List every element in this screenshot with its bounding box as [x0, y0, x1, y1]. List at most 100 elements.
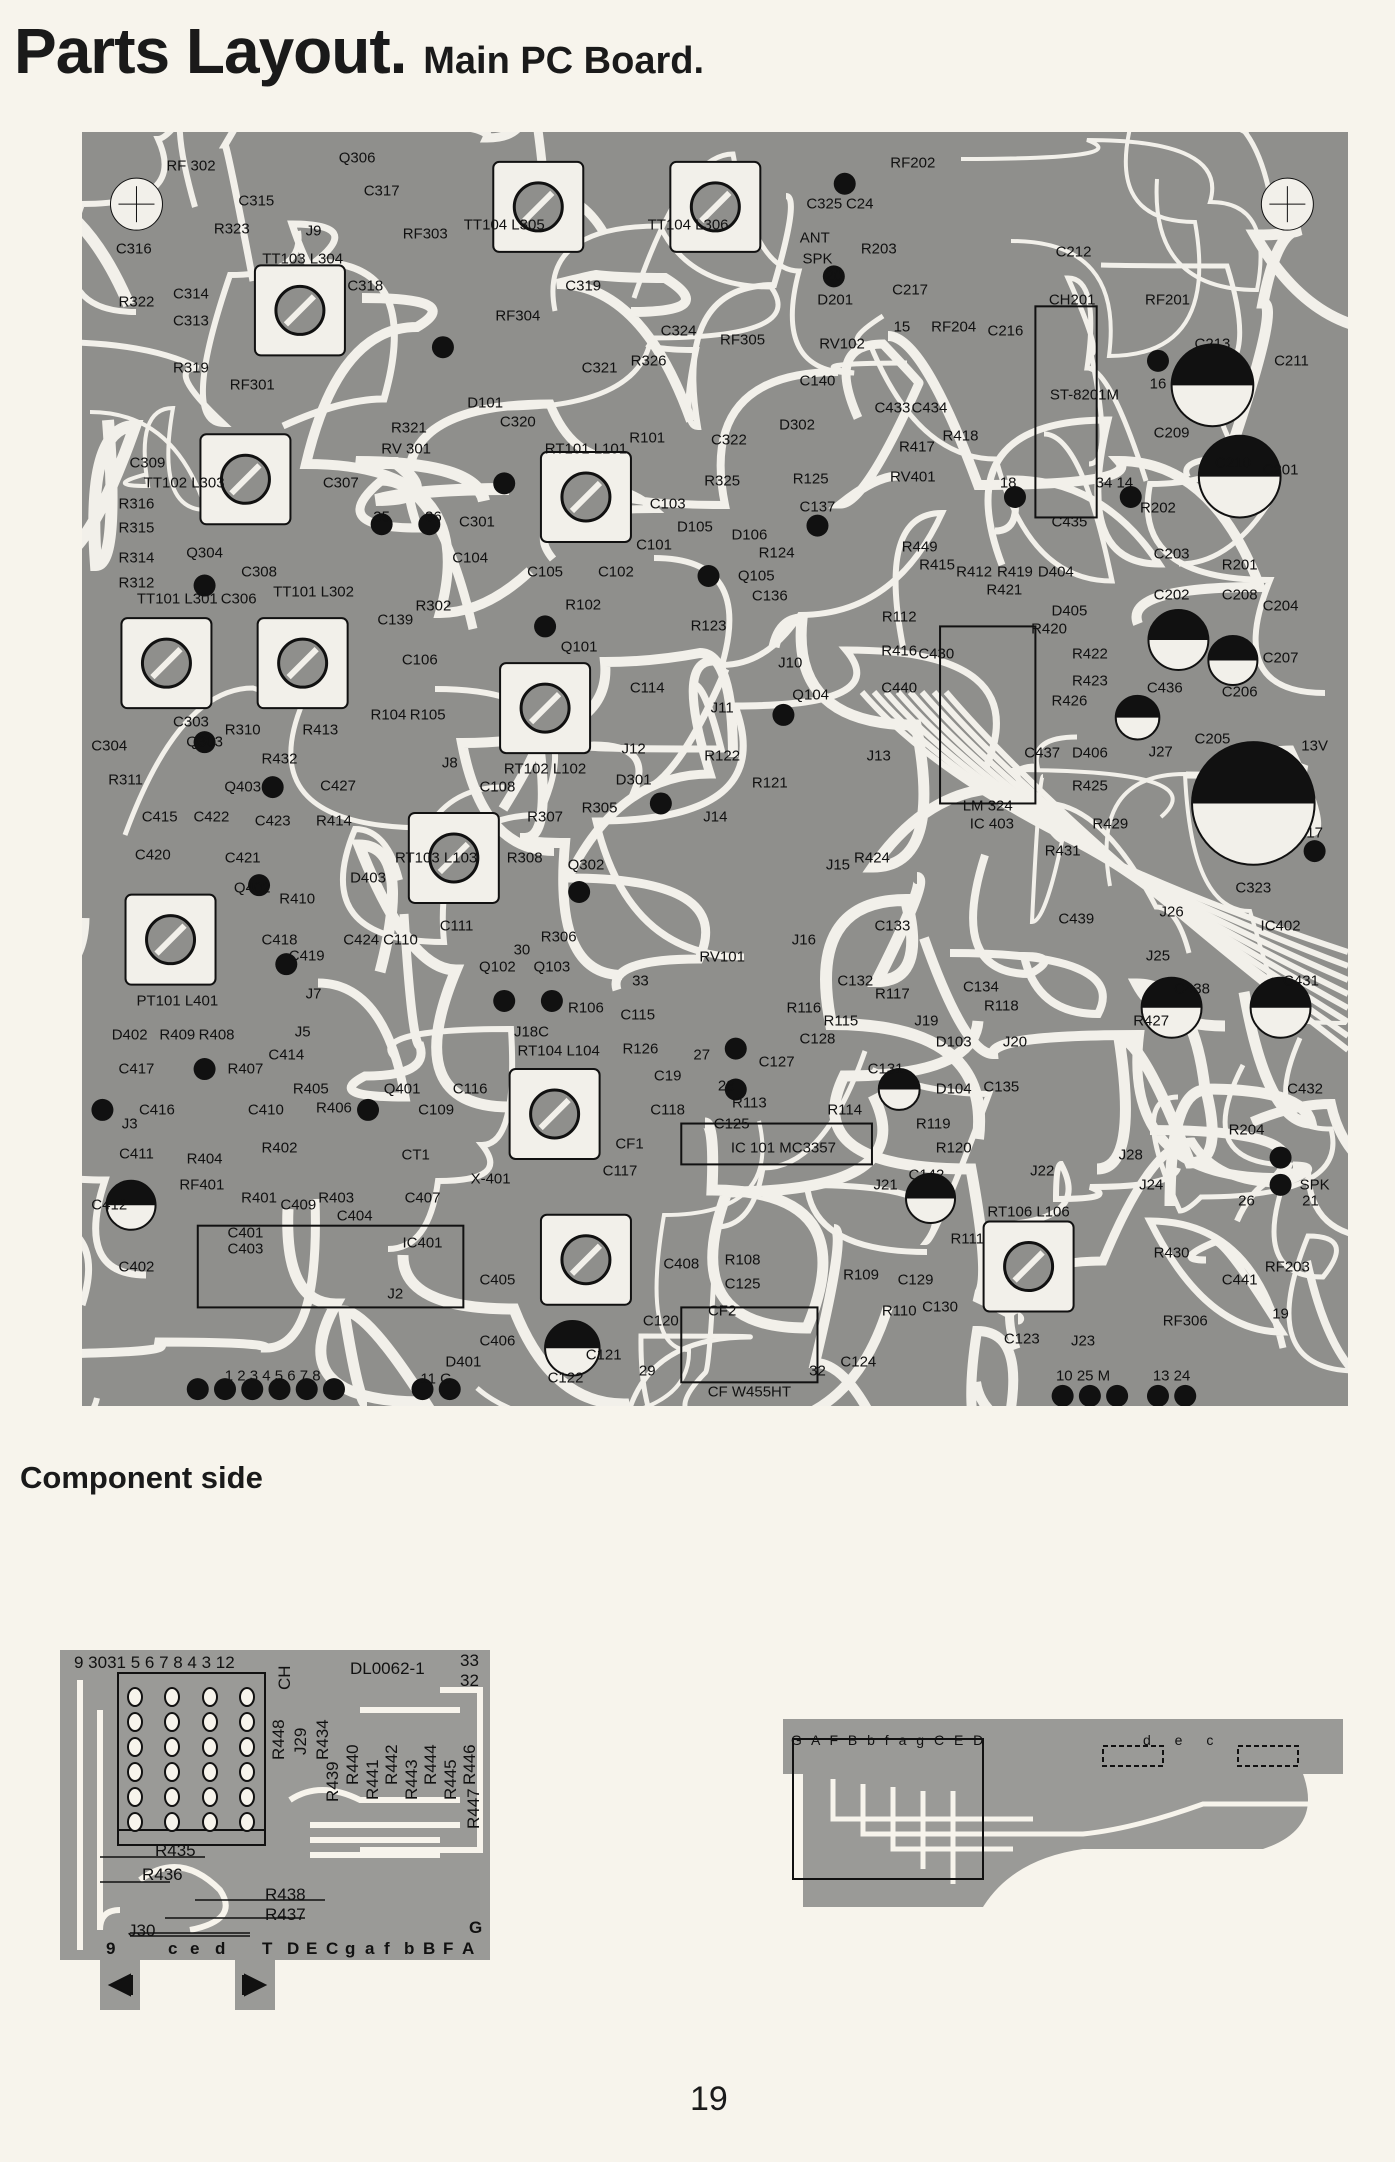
component-label: R114: [827, 1101, 863, 1119]
solder-pad: [724, 1078, 747, 1101]
component-label: C427: [320, 777, 356, 795]
component-label: J2: [387, 1285, 404, 1303]
component-label: J7: [305, 985, 322, 1003]
component-label: R432: [261, 750, 298, 768]
component-label: RT101 L101: [544, 440, 628, 458]
pad: [127, 1687, 143, 1707]
copper-trace: [949, 853, 1107, 1019]
title-main: Parts Layout.: [14, 15, 407, 87]
component-label: R405: [292, 1080, 329, 1098]
component-label: C139: [377, 611, 414, 629]
pad: [239, 1812, 255, 1832]
copper-trace: [1008, 767, 1175, 925]
component-label: R122: [704, 747, 741, 765]
component-label: C401: [227, 1224, 264, 1241]
component-label: D401: [445, 1353, 482, 1371]
component-label: D101: [467, 394, 504, 412]
component-label: 10 25 M: [1055, 1367, 1111, 1384]
coil-component: [499, 662, 592, 755]
copper-trace: [582, 667, 730, 796]
resistor-label: R445: [441, 1759, 460, 1800]
component-label: D302: [779, 416, 815, 434]
component-label: D103: [935, 1033, 972, 1051]
component-label: C432: [1287, 1080, 1324, 1098]
component-label: C114: [629, 679, 665, 697]
component-label: C301: [459, 513, 495, 531]
component-label: CF2: [707, 1302, 737, 1320]
copper-trace: [653, 509, 947, 669]
component-label: Q105: [737, 567, 775, 585]
coil-component: [124, 893, 217, 986]
resistor-label: R442: [382, 1744, 401, 1785]
copper-trace: [682, 1050, 868, 1406]
component-label: C102: [597, 563, 634, 581]
component-label: Q104: [792, 686, 830, 703]
component-label: C123: [1003, 1330, 1040, 1348]
electrolytic-capacitor: [1197, 434, 1282, 519]
component-label: 32: [809, 1362, 826, 1380]
component-label: R105: [409, 706, 446, 724]
component-label: R404: [186, 1150, 223, 1168]
component-label: R449: [901, 538, 938, 556]
component-label: 19: [1272, 1305, 1289, 1323]
component-label: 13 24: [1152, 1367, 1191, 1384]
component-label: R109: [843, 1266, 879, 1284]
component-label: R322: [118, 293, 155, 311]
copper-trace: [82, 419, 144, 572]
component-label: C127: [758, 1053, 795, 1071]
component-label: CF1: [615, 1135, 644, 1153]
pad: [127, 1787, 143, 1807]
component-label: R425: [1071, 777, 1108, 795]
component-label: J22: [1030, 1162, 1055, 1180]
resistor-label: R444: [421, 1744, 440, 1785]
pin-32: 32: [460, 1671, 479, 1690]
copper-trace: [387, 1025, 516, 1252]
component-label: J16: [791, 931, 816, 949]
copper-trace: [82, 1198, 320, 1358]
component-label: C209: [1153, 424, 1190, 442]
component-label: 21: [1302, 1192, 1319, 1210]
component-label: RV102: [819, 335, 865, 353]
led-diodes: [100, 1960, 275, 2010]
component-label: J21: [873, 1176, 898, 1194]
solder-pad: [772, 703, 795, 726]
ic-outline: [680, 1122, 873, 1166]
component-label: C430: [918, 645, 955, 663]
component-label: J13: [866, 747, 891, 765]
component-label: RF303: [402, 225, 448, 243]
component-label: C306: [220, 590, 257, 608]
copper-trace: [1241, 132, 1275, 208]
solder-pad: [1303, 840, 1326, 863]
component-label: C440: [881, 679, 918, 697]
component-label: R102: [565, 596, 602, 614]
pad: [202, 1762, 218, 1782]
component-label: C213: [1194, 335, 1231, 353]
solder-pad: [248, 874, 271, 897]
pad: [202, 1687, 218, 1707]
pin-label: g: [345, 1939, 356, 1958]
copper-trace: [960, 138, 1263, 293]
component-label: C202: [1153, 586, 1190, 604]
copper-trace: [475, 1333, 753, 1406]
component-label: J24: [1139, 1176, 1164, 1194]
copper-trace: [1303, 1260, 1348, 1372]
component-label: C125: [724, 1275, 761, 1293]
component-label: C323: [1235, 879, 1272, 897]
component-label: R416: [881, 642, 918, 660]
component-label: 11 G: [420, 1370, 452, 1387]
copper-trace: [455, 647, 738, 856]
component-label: LM 324: [962, 797, 1013, 815]
component-label: R414: [316, 812, 352, 830]
solder-pad: [649, 792, 672, 815]
solder-pad: [322, 1378, 345, 1401]
solder-pad: [1003, 486, 1026, 509]
copper-trace: [397, 1254, 630, 1406]
component-label: R423: [1071, 672, 1108, 690]
component-label: R203: [860, 240, 897, 258]
electrolytic-capacitor: [1147, 609, 1210, 671]
solder-pad: [806, 514, 829, 537]
pad: [164, 1687, 180, 1707]
display-board: G A F B b f a g C E D d e c: [783, 1709, 1363, 1907]
copper-trace: [887, 331, 1268, 626]
